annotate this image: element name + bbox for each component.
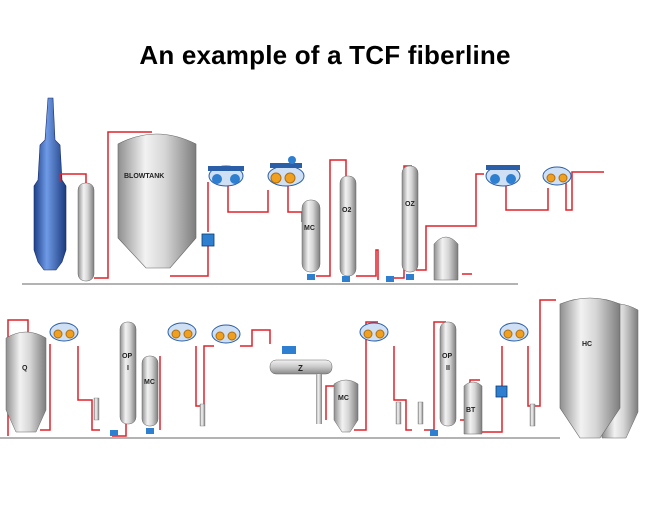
- op2-label: OP: [442, 353, 452, 360]
- small-pumps-bottom: [110, 428, 438, 436]
- mc-tank-bottom-2: MC: [333, 379, 359, 433]
- mc-tower-bottom-1: MC: [141, 355, 159, 427]
- hc-label: HC: [582, 341, 592, 348]
- small-filters-bottom: [93, 397, 536, 427]
- op1-label: OP: [122, 353, 132, 360]
- drum-washer-2: [485, 165, 521, 187]
- impregnation-tank: [77, 182, 95, 282]
- op1-sublabel: I: [127, 365, 129, 372]
- press-washer-5: [211, 324, 241, 344]
- bt-tank: BT: [463, 381, 483, 435]
- q-tank: Q: [5, 331, 47, 433]
- press-washer-2: [542, 166, 572, 186]
- op2-sublabel: II: [446, 365, 450, 372]
- z-label: Z: [298, 364, 303, 373]
- blowtank-vessel: BLOWTANK: [117, 133, 197, 269]
- pump-icon: [201, 233, 215, 247]
- digester: [33, 97, 67, 271]
- o2-reactor: O2: [339, 175, 357, 277]
- diagram-title: An example of a TCF fiberline: [139, 40, 511, 70]
- press-washer-7: [499, 322, 529, 342]
- mc-tower-top: MC: [301, 199, 321, 273]
- press-washer-1: [267, 156, 305, 187]
- hc-storage-tower: HC: [559, 297, 639, 439]
- press-washer-6: [359, 322, 389, 342]
- drum-washer-1: [208, 165, 244, 187]
- blowtank-label: BLOWTANK: [124, 173, 164, 180]
- mc-label-top: MC: [304, 225, 315, 232]
- mc-label-b1: MC: [144, 379, 155, 386]
- op2-reactor: OP II: [439, 321, 457, 427]
- pump-icon-bottom: [495, 385, 508, 398]
- bt-label: BT: [466, 407, 476, 414]
- oz-label: OZ: [405, 201, 415, 208]
- press-washer-4: [167, 322, 197, 342]
- op1-reactor: OP I: [119, 321, 137, 425]
- bottom-pipes: [7, 299, 556, 437]
- small-pumps-top: [307, 274, 414, 282]
- z-reactor: Z: [269, 346, 333, 424]
- press-washer-3: [49, 322, 79, 342]
- oz-reactor: OZ: [401, 165, 419, 273]
- storage-tank-top: [433, 236, 459, 281]
- mc-label-b2: MC: [338, 395, 349, 402]
- q-label: Q: [22, 365, 28, 372]
- o2-label: O2: [342, 207, 351, 214]
